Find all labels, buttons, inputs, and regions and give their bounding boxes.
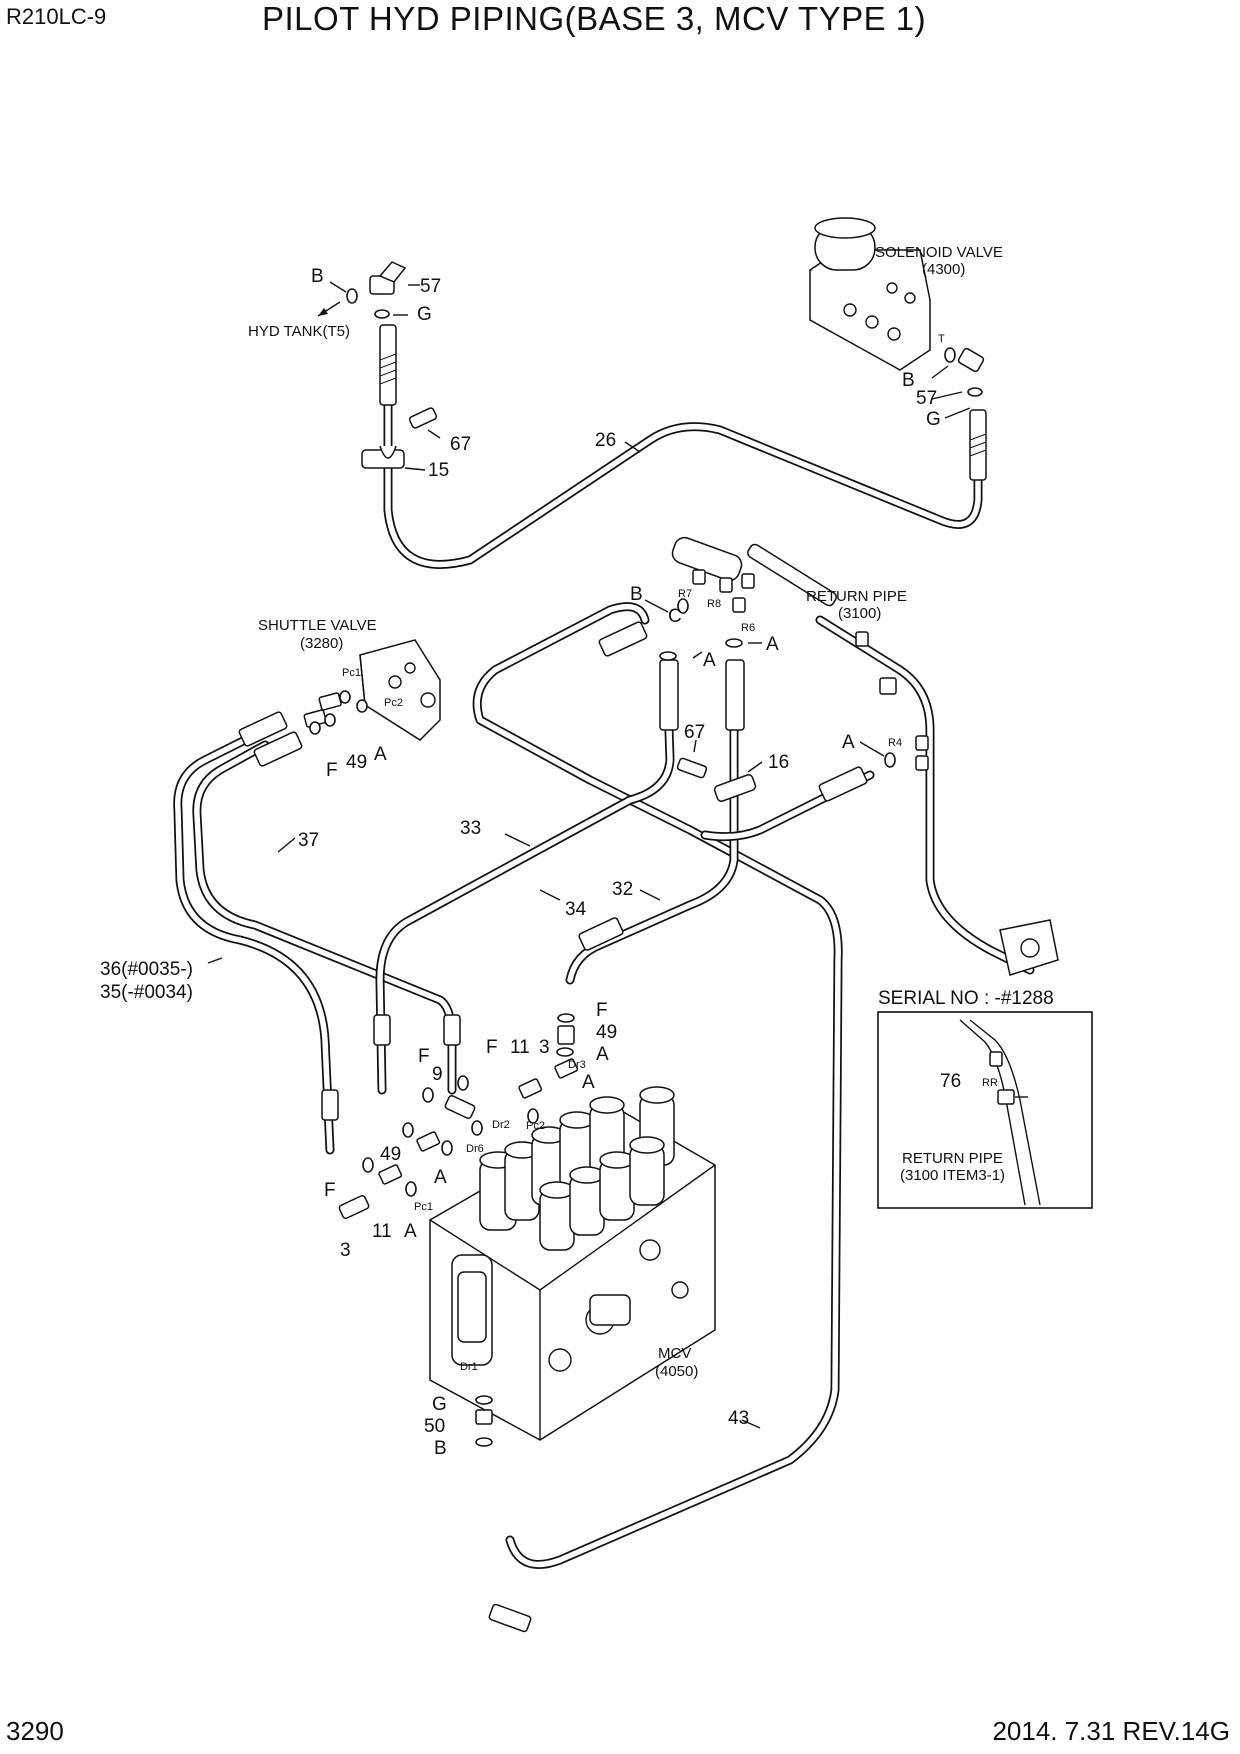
shuttle-valve-ref: (3280)	[300, 635, 343, 652]
inset-serial-title: SERIAL NO : -#1288	[878, 988, 1054, 1009]
tank-fittings	[317, 261, 438, 469]
port-dr3: Dr3	[568, 1059, 586, 1071]
callout-mcv-a1: A	[596, 1044, 609, 1065]
port-dr2: Dr2	[492, 1119, 510, 1131]
shuttle-port-pc1: Pc1	[342, 667, 361, 679]
port-r7: R7	[678, 588, 692, 600]
port-r8: R8	[707, 598, 721, 610]
callout-pipe-32: 32	[612, 879, 633, 900]
callout-ret-16: 16	[768, 752, 789, 773]
solenoid-port-t: T	[938, 333, 945, 345]
port-dr6: Dr6	[466, 1143, 484, 1155]
callout-tank-g: G	[417, 304, 432, 325]
pipe-lines	[173, 395, 1035, 1569]
port-dr1: Dr1	[460, 1361, 478, 1373]
callout-ret-a2: A	[766, 634, 779, 655]
inset-return-pipe-ref: (3100 ITEM3-1)	[900, 1167, 1005, 1184]
return-pipe-ref: (3100)	[838, 605, 881, 622]
callout-mcv-49-2: 49	[380, 1144, 401, 1165]
callout-tank-b: B	[311, 266, 324, 287]
inset-return-pipe-label: RETURN PIPE	[902, 1150, 1003, 1167]
callout-tank-57: 57	[420, 276, 441, 297]
return-pipe-label: RETURN PIPE	[806, 588, 907, 605]
callout-pipe-36: 36(#0035-)	[100, 959, 193, 980]
solenoid-valve-ref: (4300)	[922, 261, 965, 278]
port-pc1-mcv: Pc1	[414, 1201, 433, 1213]
port-r6: R6	[741, 622, 755, 634]
shuttle-port-pc2: Pc2	[384, 697, 403, 709]
callout-mcv-f2: F	[486, 1037, 498, 1058]
callout-mcv-f1: F	[596, 1000, 608, 1021]
solenoid-valve-label: SOLENOID VALVE	[875, 244, 1003, 261]
shuttle-valve-body	[303, 639, 441, 741]
callout-pipe-35: 35(-#0034)	[100, 982, 193, 1003]
port-r4: R4	[888, 737, 902, 749]
page-title: PILOT HYD PIPING(BASE 3, MCV TYPE 1)	[262, 0, 927, 37]
mcv-body	[338, 1013, 716, 1447]
model-number: R210LC-9	[6, 4, 107, 29]
callout-pipe-34: 34	[565, 899, 587, 920]
port-pc2-mcv: Pc2	[526, 1120, 545, 1132]
mcv-ref: (4050)	[655, 1363, 698, 1380]
hyd-tank-label: HYD TANK(T5)	[248, 323, 350, 340]
return-pipe-block	[659, 536, 1059, 976]
callout-ret-a3: A	[842, 732, 855, 753]
solenoid-valve-body	[809, 217, 985, 397]
callout-tank-15: 15	[428, 460, 449, 481]
revision-date: 2014. 7.31 REV.14G	[992, 1716, 1230, 1746]
callout-sol-57: 57	[916, 388, 937, 409]
hose-fittings	[238, 324, 987, 1633]
callout-mcv-50: 50	[424, 1416, 445, 1437]
callout-sol-g: G	[926, 409, 941, 430]
callout-mcv-a3: A	[434, 1167, 447, 1188]
callout-pipe-26: 26	[595, 430, 616, 451]
callout-mcv-3-1: 3	[539, 1037, 550, 1058]
callout-pipe-37: 37	[298, 830, 319, 851]
inset-port-rr: RR	[982, 1077, 998, 1089]
callout-mcv-11-1: 11	[510, 1037, 530, 1058]
callout-ret-b: B	[630, 584, 643, 605]
callout-mcv-9: 9	[432, 1064, 443, 1085]
inset-callout-76: 76	[940, 1071, 961, 1092]
callout-mcv-49-1: 49	[596, 1022, 617, 1043]
mcv-label: MCV	[658, 1345, 691, 1362]
serial-inset-box	[877, 1011, 1093, 1209]
callout-mcv-3-2: 3	[340, 1240, 351, 1261]
callout-shuttle-49: 49	[346, 752, 367, 773]
callout-pipe-33: 33	[460, 818, 481, 839]
callout-mcv-g: G	[432, 1394, 447, 1415]
callout-ret-c: C	[668, 606, 682, 627]
callout-mcv-f3: F	[418, 1046, 430, 1067]
callout-shuttle-f: F	[326, 760, 338, 781]
labels: SOLENOID VALVE (4300) T HYD TANK(T5) SHU…	[100, 244, 1054, 1459]
callout-mcv-b: B	[434, 1438, 447, 1459]
page-number: 3290	[6, 1716, 64, 1746]
callout-sol-b: B	[902, 370, 915, 391]
callout-mcv-a4: A	[404, 1221, 417, 1242]
callout-mcv-11-2: 11	[372, 1221, 392, 1242]
callout-pipe-43: 43	[728, 1408, 749, 1429]
callout-shuttle-a: A	[374, 744, 387, 765]
callout-ret-67: 67	[684, 722, 705, 743]
shuttle-valve-label: SHUTTLE VALVE	[258, 617, 377, 634]
callout-ret-a1: A	[703, 650, 716, 671]
leader-lines	[207, 281, 971, 1429]
callout-tank-67: 67	[450, 434, 471, 455]
callout-mcv-f4: F	[324, 1180, 336, 1201]
callout-mcv-a2: A	[582, 1072, 595, 1093]
mcv-cartridges	[479, 1086, 675, 1251]
